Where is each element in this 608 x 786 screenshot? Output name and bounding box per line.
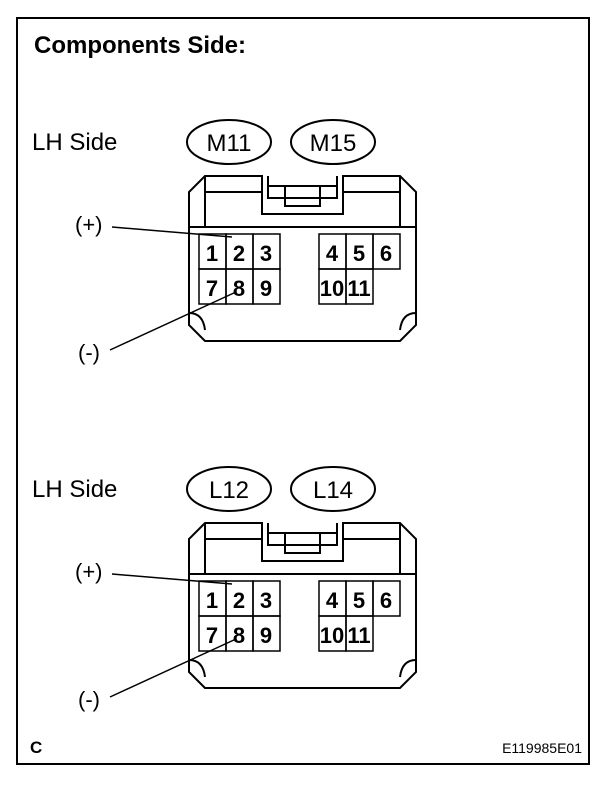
pin-number: 1 [206, 241, 218, 266]
connector-housing [188, 522, 417, 689]
pin-grid-left [198, 580, 281, 652]
diagram-frame [16, 17, 590, 765]
plus-label: (+) [75, 559, 103, 584]
pin-number: 9 [260, 276, 272, 301]
pin-number: 5 [353, 241, 365, 266]
pin-number: 2 [233, 241, 245, 266]
figure-code: E119985E01 [502, 740, 582, 756]
pin-number: 3 [260, 241, 272, 266]
pin-number: 8 [233, 276, 245, 301]
pin-number: 11 [347, 276, 370, 301]
pin-number: 3 [260, 588, 272, 613]
minus-leader-line [109, 291, 237, 351]
pin-number: 2 [233, 588, 245, 613]
connector-id: L12 [209, 477, 249, 504]
pin-number: 8 [233, 623, 245, 648]
plus-leader-line [111, 226, 233, 238]
pin-number: 6 [380, 241, 392, 266]
connector-id: M11 [207, 130, 252, 157]
connector-housing [188, 175, 417, 342]
corner-letter: C [30, 738, 43, 757]
connector-oval [186, 466, 272, 512]
plus-leader-line [111, 573, 233, 585]
pin-number: 7 [206, 623, 218, 648]
pin-number: 7 [206, 276, 218, 301]
pin-number: 11 [347, 623, 370, 648]
connector-id: L14 [313, 477, 353, 504]
minus-label: (-) [78, 340, 100, 365]
side-label: LH Side [32, 476, 117, 503]
pin-number: 9 [260, 623, 272, 648]
pin-number: 1 [206, 588, 218, 613]
connector-view-1: LH Side M11 M15 1 2 3 7 8 9 [32, 119, 417, 365]
connector-view-2: LH Side L12 L14 1 2 3 7 8 9 [32, 466, 417, 712]
minus-label: (-) [78, 687, 100, 712]
pin-grid-left [198, 233, 281, 305]
pin-number: 4 [326, 241, 339, 266]
minus-leader-line [109, 638, 237, 698]
connector-oval [186, 119, 272, 165]
pin-number: 10 [320, 623, 344, 648]
side-label: LH Side [32, 129, 117, 156]
pin-number: 4 [326, 588, 339, 613]
connector-id: M15 [310, 130, 357, 157]
pin-number: 10 [320, 276, 344, 301]
connector-oval [290, 466, 376, 512]
pin-grid-right [318, 233, 401, 305]
plus-label: (+) [75, 212, 103, 237]
connector-oval [290, 119, 376, 165]
pin-grid-right [318, 580, 401, 652]
pin-number: 6 [380, 588, 392, 613]
pin-number: 5 [353, 588, 365, 613]
page-title: Components Side: [34, 32, 247, 59]
